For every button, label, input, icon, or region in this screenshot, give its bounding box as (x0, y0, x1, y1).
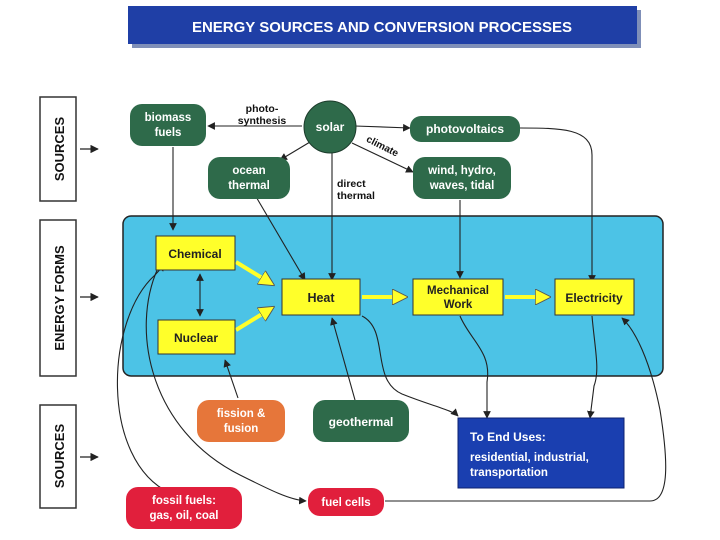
source-ocean-thermal: ocean thermal (208, 157, 290, 199)
label-photosynthesis-2: synthesis (238, 115, 287, 127)
svg-text:solar: solar (316, 120, 345, 134)
source-fuel-cells: fuel cells (308, 488, 384, 516)
source-photovoltaics: photovoltaics (410, 116, 520, 142)
form-heat: Heat (281, 278, 361, 316)
yellow-arrow-nuclear-to-heat (234, 308, 272, 332)
end-uses-box: To End Uses: residential, industrial, tr… (457, 417, 625, 489)
svg-text:geothermal: geothermal (329, 415, 394, 429)
arrow-fission-to-nuclear (223, 359, 239, 399)
svg-text:gas, oil, coal: gas, oil, coal (149, 510, 218, 522)
label-thermal: thermal (337, 190, 375, 202)
arrow-electricity-to-enduses (587, 315, 598, 419)
label-climate: climate (364, 134, 400, 160)
svg-text:wind, hydro,: wind, hydro, (427, 165, 496, 177)
svg-text:fuel cells: fuel cells (321, 497, 370, 509)
source-fossil-fuels: fossil fuels: gas, oil, coal (126, 487, 242, 529)
svg-text:photovoltaics: photovoltaics (426, 122, 504, 136)
arrow-solar-to-photovoltaics (354, 123, 411, 132)
source-biomass: biomass fuels (130, 104, 206, 146)
svg-text:ocean: ocean (232, 165, 265, 177)
svg-text:Electricity: Electricity (565, 291, 623, 305)
svg-text:waves, tidal: waves, tidal (429, 180, 495, 192)
arrow-fuelcells-to-electricity (385, 317, 667, 502)
source-wind-hydro: wind, hydro, waves, tidal (413, 157, 511, 199)
source-geothermal: geothermal (313, 400, 409, 442)
svg-text:Nuclear: Nuclear (174, 331, 218, 345)
arrow-photovoltaics-to-electricity (519, 127, 596, 283)
side-label-sources-bottom: SOURCES (39, 404, 77, 509)
source-fission-fusion: fission & fusion (197, 400, 285, 442)
form-mechanical-work: Mechanical Work (412, 278, 504, 316)
svg-text:fuels: fuels (155, 127, 182, 139)
arrow-ocean-to-heat (254, 194, 306, 281)
svg-text:thermal: thermal (228, 180, 270, 192)
side-label-sources-top: SOURCES (39, 96, 77, 202)
arrow-chemical-to-fuelcells (145, 267, 307, 505)
title-text: ENERGY SOURCES AND CONVERSION PROCESSES (192, 19, 572, 36)
side-label-energy-forms: ENERGY FORMS (39, 219, 77, 377)
form-nuclear: Nuclear (157, 319, 236, 355)
source-solar: solar (303, 100, 357, 154)
arrow-solar-to-ocean (279, 141, 311, 161)
svg-text:Chemical: Chemical (168, 247, 221, 261)
svg-text:fission &: fission & (217, 408, 266, 420)
svg-text:SOURCES: SOURCES (52, 117, 67, 182)
label-direct: direct (337, 178, 366, 190)
svg-text:biomass: biomass (145, 112, 192, 124)
title-banner: ENERGY SOURCES AND CONVERSION PROCESSES (128, 6, 641, 48)
svg-text:Mechanical: Mechanical (427, 285, 489, 297)
arrow-solar-to-wind (351, 142, 414, 173)
svg-text:fossil fuels:: fossil fuels: (152, 495, 216, 507)
svg-text:SOURCES: SOURCES (52, 424, 67, 489)
label-photosynthesis-1: photo- (246, 103, 279, 115)
svg-text:Heat: Heat (307, 291, 335, 305)
svg-text:To End Uses:: To End Uses: (470, 430, 546, 444)
arrow-mechanical-to-enduses (459, 315, 491, 419)
arrow-geothermal-to-heat (330, 317, 356, 401)
svg-text:ENERGY FORMS: ENERGY FORMS (52, 245, 67, 351)
yellow-arrow-chemical-to-heat (234, 260, 272, 284)
form-chemical: Chemical (155, 235, 236, 271)
arrow-fossil-to-chemical (116, 263, 171, 494)
svg-text:fusion: fusion (224, 423, 259, 435)
svg-text:transportation: transportation (470, 467, 548, 479)
svg-text:Work: Work (444, 299, 473, 311)
form-electricity: Electricity (554, 278, 635, 316)
svg-text:residential, industrial,: residential, industrial, (470, 452, 589, 464)
arrow-heat-to-enduses (361, 315, 459, 417)
